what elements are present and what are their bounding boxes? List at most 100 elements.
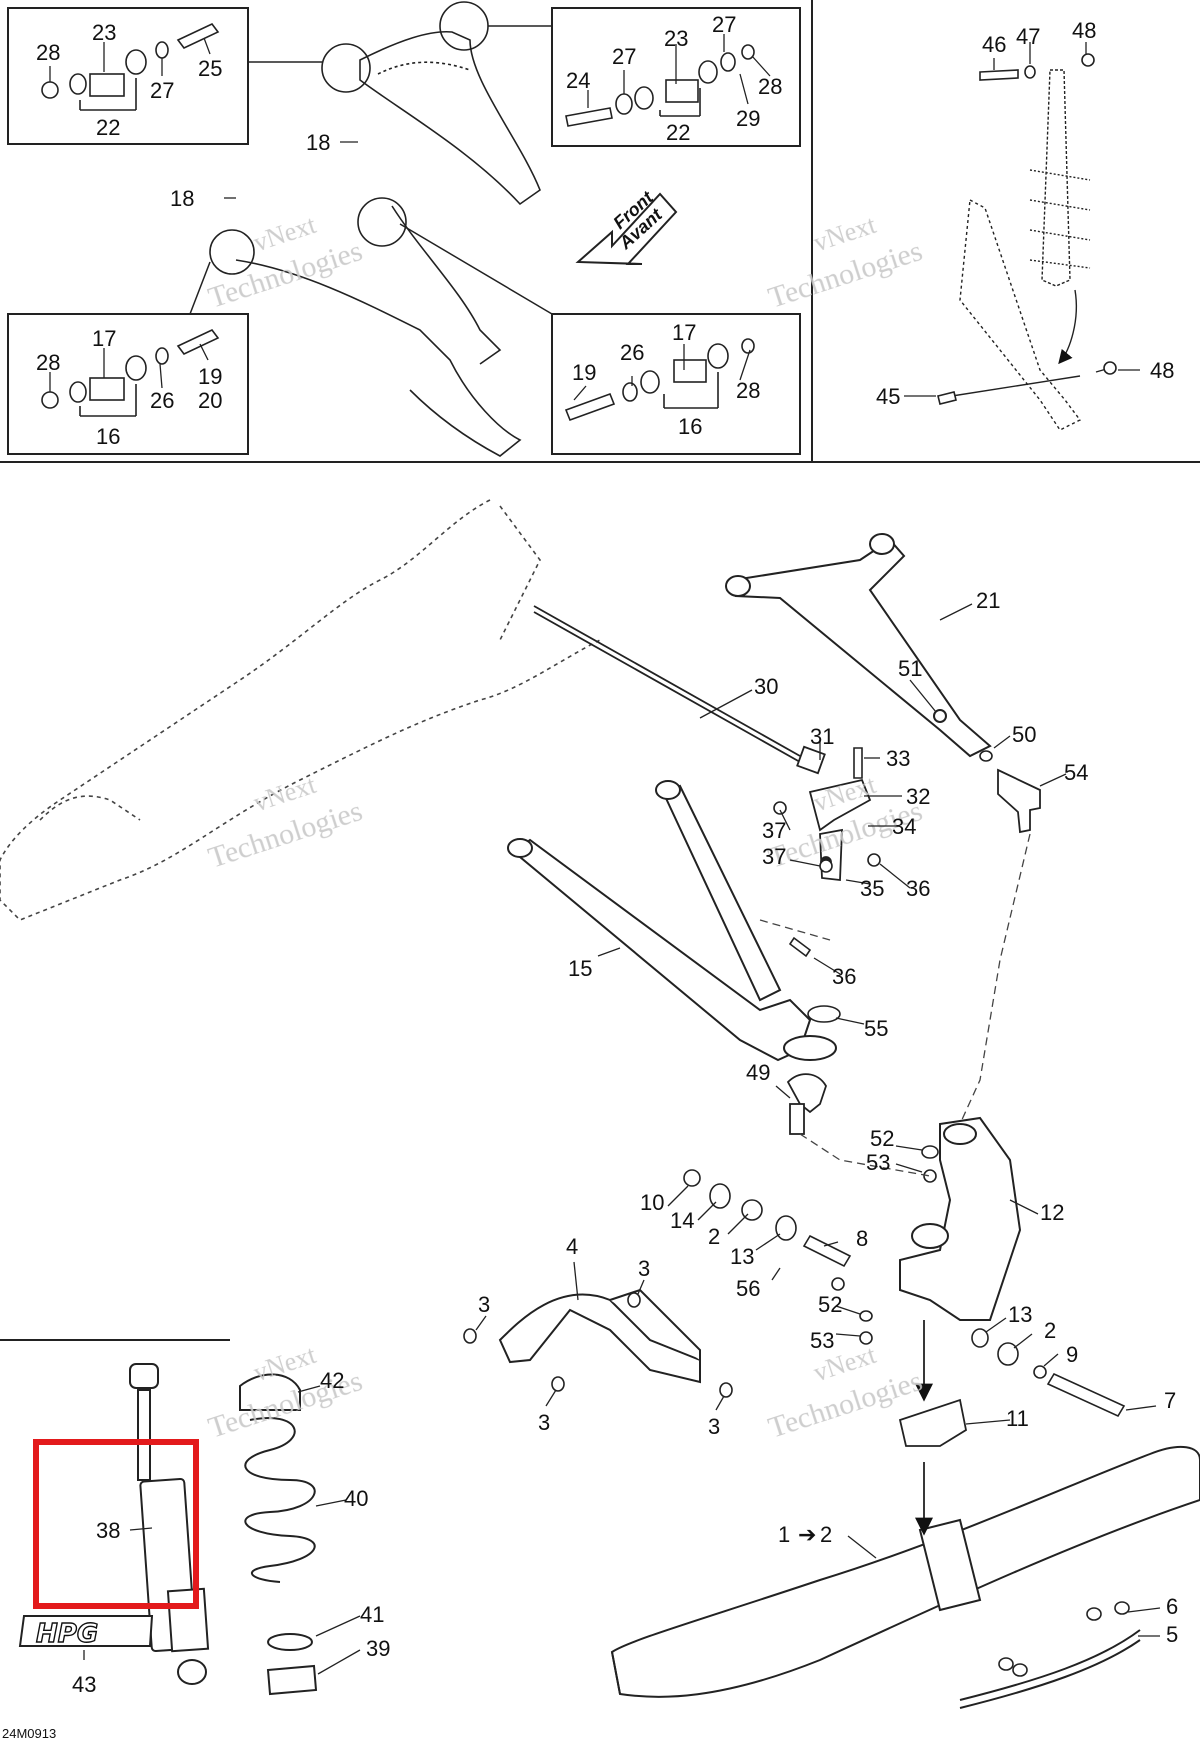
- callout-36: 36: [906, 876, 930, 901]
- guide-lines: [759, 833, 1031, 1177]
- callout-28: 28: [36, 40, 60, 65]
- inset-leaders: [189, 25, 553, 315]
- callout-24: 24: [566, 68, 590, 93]
- lower-a-arm: [507, 780, 837, 1062]
- callout-labels: 28 23 22 27 25 18 18 27 23 27 24 28 22 2…: [36, 12, 1178, 1697]
- callout-10: 10: [640, 1190, 664, 1215]
- callout-28: 28: [736, 378, 760, 403]
- callout-2: 2: [708, 1224, 720, 1249]
- callout-53: 53: [866, 1150, 890, 1175]
- leader-lines: [49, 34, 1161, 1675]
- callout-40: 40: [344, 1486, 368, 1511]
- callout-17: 17: [672, 320, 696, 345]
- callout-28: 28: [758, 74, 782, 99]
- callout-17: 17: [92, 326, 116, 351]
- callout-12: 12: [1040, 1200, 1064, 1225]
- callout-53: 53: [810, 1328, 834, 1353]
- callout-20: 20: [198, 388, 222, 413]
- callout-2: 2: [820, 1522, 832, 1547]
- callout-49: 49: [746, 1060, 770, 1085]
- frames: [0, 0, 1200, 1341]
- callout-3: 3: [538, 1410, 550, 1435]
- callout-14: 14: [670, 1208, 694, 1233]
- callout-16: 16: [96, 424, 120, 449]
- callout-51: 51: [898, 656, 922, 681]
- callout-47: 47: [1016, 24, 1040, 49]
- callout-19: 19: [572, 360, 596, 385]
- callout-37: 37: [762, 844, 786, 869]
- callout-13: 13: [1008, 1302, 1032, 1327]
- callout-52: 52: [818, 1292, 842, 1317]
- callout-15: 15: [568, 956, 592, 981]
- callout-29: 29: [736, 106, 760, 131]
- callout-39: 39: [366, 1636, 390, 1661]
- callout-4: 4: [566, 1234, 578, 1259]
- callout-1: 1: [778, 1522, 790, 1547]
- callout-22: 22: [666, 120, 690, 145]
- callout-16: 16: [678, 414, 702, 439]
- callout-3: 3: [638, 1256, 650, 1281]
- ski-bracket: [498, 1288, 701, 1384]
- callout-18: 18: [306, 130, 330, 155]
- callout-21: 21: [976, 588, 1000, 613]
- inset-hardware: [41, 22, 1117, 422]
- callout-43: 43: [72, 1672, 96, 1697]
- spring: [239, 1373, 318, 1696]
- ski-runner: [959, 1629, 1141, 1709]
- callout-31: 31: [810, 724, 834, 749]
- callout-13: 13: [730, 1244, 754, 1269]
- rear-shock-sketch: [951, 69, 1111, 431]
- callout-28: 28: [36, 350, 60, 375]
- ski-pad: [898, 1398, 968, 1447]
- tie-rod: [533, 605, 826, 775]
- callout-arrow-glyph: ➔: [798, 1522, 816, 1547]
- callout-18: 18: [170, 186, 194, 211]
- callout-23: 23: [664, 26, 688, 51]
- callout-8: 8: [856, 1226, 868, 1251]
- callout-52: 52: [870, 1126, 894, 1151]
- callout-30: 30: [754, 674, 778, 699]
- callout-6: 6: [1166, 1594, 1178, 1619]
- hardware-middle: [463, 747, 1130, 1677]
- callout-3: 3: [708, 1414, 720, 1439]
- callout-35: 35: [860, 876, 884, 901]
- upper-a-arm: [725, 533, 992, 758]
- inset-box-bottom-right: [551, 313, 801, 455]
- callout-48: 48: [1150, 358, 1174, 383]
- hpg-logo: HPG: [18, 1615, 154, 1650]
- callout-25: 25: [198, 56, 222, 81]
- callout-7: 7: [1164, 1388, 1176, 1413]
- callout-48: 48: [1072, 18, 1096, 43]
- callout-55: 55: [864, 1016, 888, 1041]
- callout-34: 34: [892, 814, 916, 839]
- callout-33: 33: [886, 746, 910, 771]
- spindle: [899, 1116, 1022, 1321]
- ball-joints: [786, 768, 1041, 1135]
- callout-26: 26: [620, 340, 644, 365]
- chassis-outline: [0, 499, 601, 921]
- callout-36: 36: [832, 964, 856, 989]
- callout-27: 27: [612, 44, 636, 69]
- callout-54: 54: [1064, 760, 1088, 785]
- front-direction-arrow: Front Avant: [575, 187, 678, 265]
- highlight-box: [33, 1439, 199, 1609]
- callout-50: 50: [1012, 722, 1036, 747]
- callout-3: 3: [478, 1292, 490, 1317]
- svg-text:HPG: HPG: [36, 1619, 98, 1649]
- callout-27: 27: [150, 78, 174, 103]
- callout-19: 19: [198, 364, 222, 389]
- callout-23: 23: [92, 20, 116, 45]
- callout-27: 27: [712, 12, 736, 37]
- callout-38: 38: [96, 1518, 120, 1543]
- upper-a-arm-sketch: [209, 1, 541, 457]
- ski: [610, 1445, 1200, 1698]
- document-reference: 24M0913: [2, 1726, 56, 1741]
- callout-56: 56: [736, 1276, 760, 1301]
- callout-45: 45: [876, 384, 900, 409]
- callout-5: 5: [1166, 1622, 1178, 1647]
- callout-22: 22: [96, 115, 120, 140]
- callout-11: 11: [1006, 1406, 1029, 1431]
- callout-41: 41: [360, 1602, 384, 1627]
- callout-37: 37: [762, 818, 786, 843]
- inset-boxes: [7, 7, 801, 455]
